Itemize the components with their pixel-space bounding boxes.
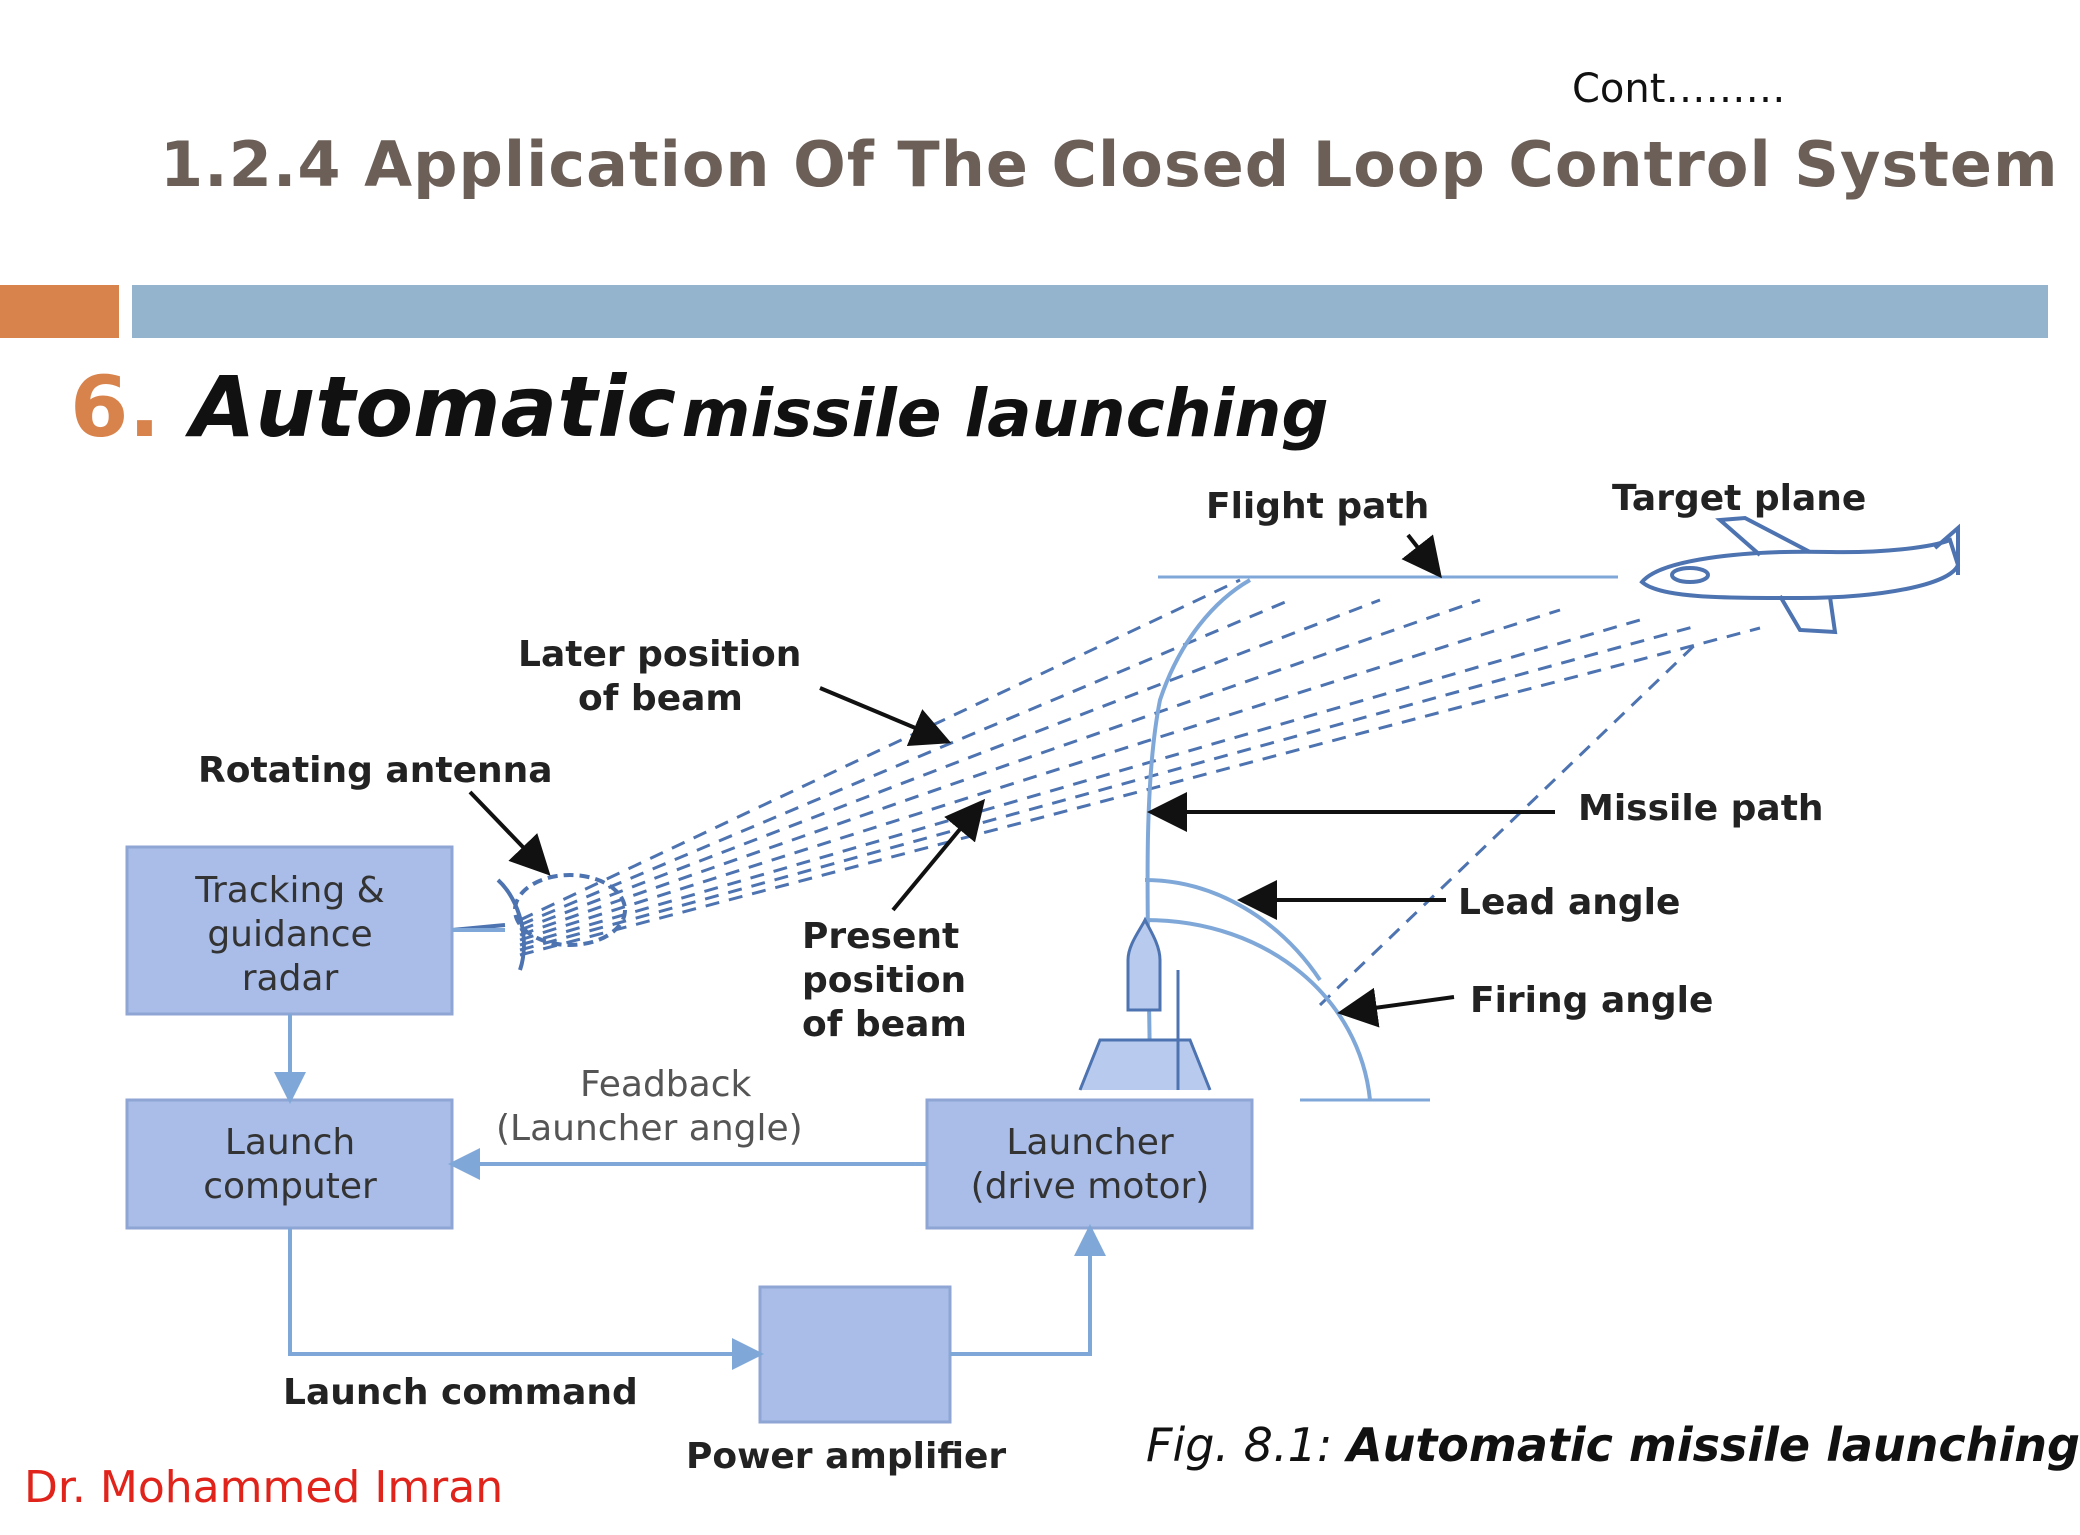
present-position-label-1: Present	[802, 916, 959, 957]
later-beam-pointer	[819, 686, 952, 747]
section-title-rest: missile launching	[681, 375, 1329, 452]
figure-caption: Fig. 8.1: Automatic missile launching	[1146, 1418, 2080, 1472]
launcher-box-text-1: Launcher	[1006, 1122, 1174, 1163]
accent-bar-blue	[132, 285, 2048, 338]
present-position-label-2: position	[802, 960, 966, 1001]
flight-path-pointer	[1401, 533, 1442, 579]
antenna-pointer	[468, 790, 551, 876]
radar-beam	[519, 578, 1761, 1007]
target-plane-icon	[1639, 515, 1961, 635]
continued-label: Cont………	[1572, 66, 1786, 112]
power-amplifier-label: Power amplifier	[686, 1436, 1006, 1477]
lead-angle-label: Lead angle	[1458, 882, 1680, 923]
target-plane-label: Target plane	[1612, 478, 1866, 519]
figure-number: Fig. 8.1:	[1146, 1418, 1333, 1472]
accent-bar-orange	[0, 285, 119, 338]
later-position-label-2: of beam	[578, 678, 743, 719]
launch-computer-box	[125, 1098, 454, 1230]
figure-title: Automatic missile launching	[1346, 1418, 2080, 1472]
feedback-label-1: Feadback	[580, 1064, 752, 1105]
missile-path-label: Missile path	[1578, 788, 1824, 829]
radar-box-text-3: radar	[242, 958, 339, 999]
section-heading: 6. Automatic missile launching	[70, 358, 1329, 456]
computer-box-text-1: Launch	[225, 1122, 355, 1163]
amplifier-to-launcher-line	[950, 1224, 1106, 1356]
launcher-box-text-2: (drive motor)	[971, 1166, 1210, 1207]
launch-command-line	[288, 1228, 764, 1370]
later-position-label-1: Later position	[518, 634, 801, 675]
firing-angle-pointer	[1337, 987, 1455, 1028]
missile-launcher-icon	[1078, 916, 1212, 1091]
flight-path-label: Flight path	[1206, 486, 1429, 527]
firing-angle-label: Firing angle	[1470, 980, 1713, 1021]
section-number: 6.	[70, 358, 161, 456]
radar-box-text-2: guidance	[207, 914, 372, 955]
launch-command-label: Launch command	[283, 1372, 638, 1413]
power-amplifier-box	[758, 1285, 952, 1424]
radar-box-text-1: Tracking &	[194, 870, 384, 911]
feedback-label-2: (Launcher angle)	[496, 1108, 803, 1149]
present-beam-pointer	[891, 798, 986, 912]
rotating-antenna-label: Rotating antenna	[198, 750, 553, 791]
missile-path-curve	[1145, 578, 1251, 1091]
firing-angle-arc	[1144, 918, 1372, 1101]
section-title-word1: Automatic	[190, 358, 676, 456]
present-position-label-3: of beam	[802, 1004, 967, 1045]
slide-title: 1.2.4 Application Of The Closed Loop Con…	[160, 128, 2059, 201]
launcher-box	[925, 1098, 1254, 1230]
computer-box-text-2: computer	[203, 1166, 377, 1207]
author-name: Dr. Mohammed Imran	[24, 1462, 504, 1513]
